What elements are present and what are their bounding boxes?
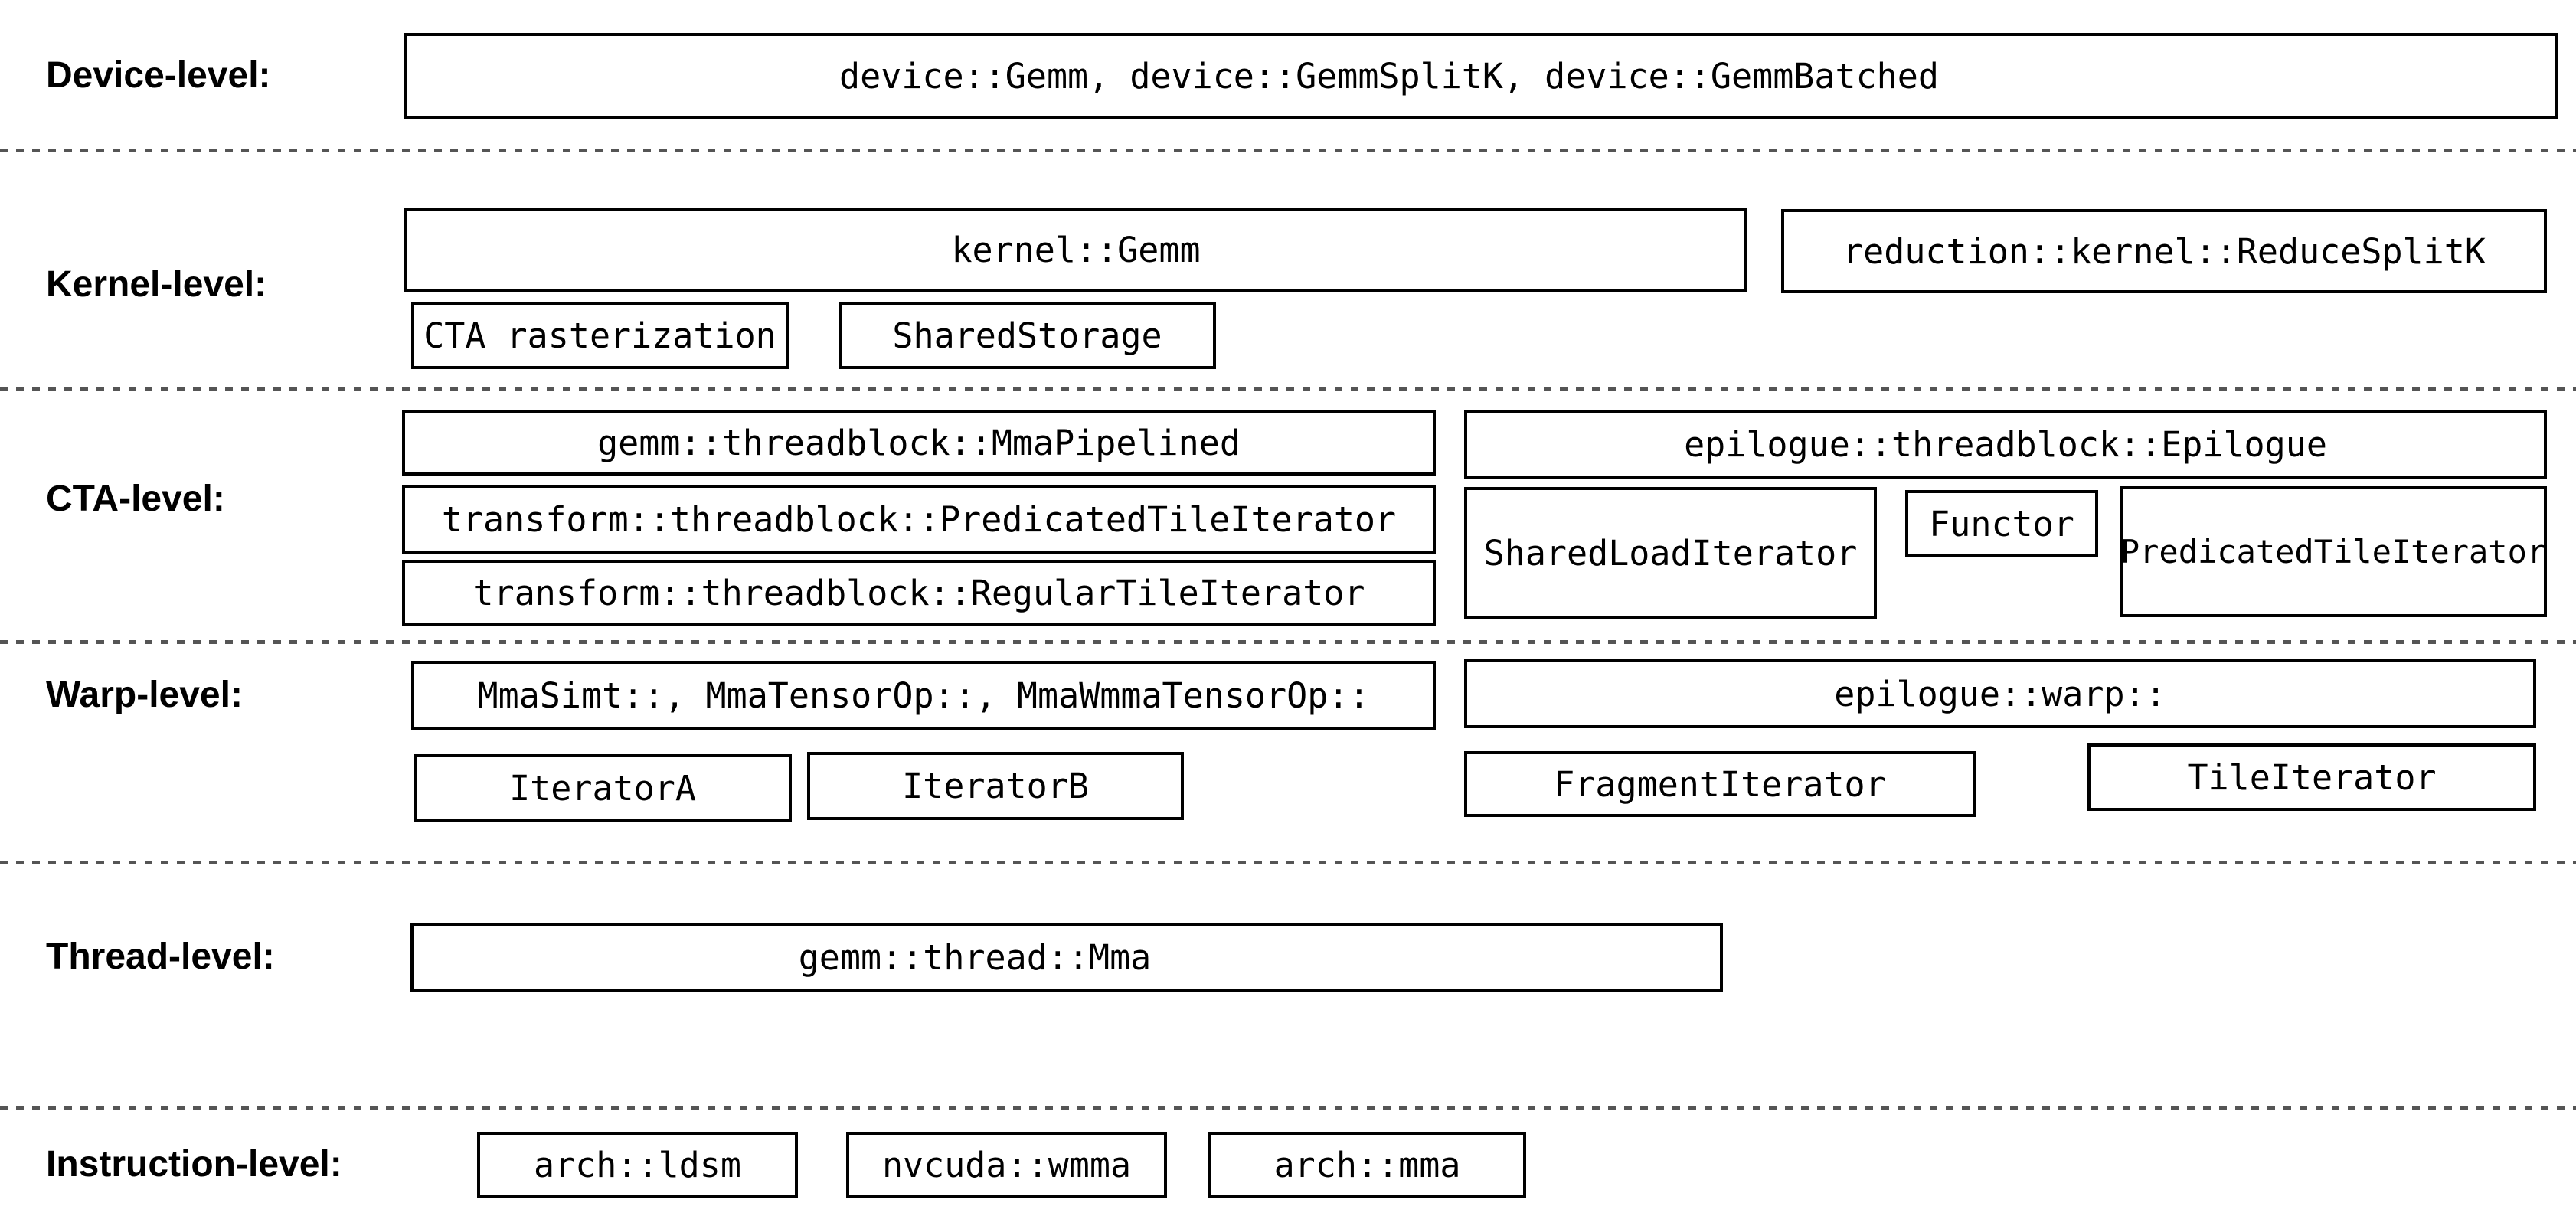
row-label-instruction-level: Instruction-level: [46, 1144, 342, 1185]
box-reduction-kernel-reducesplitk-text: reduction::kernel::ReduceSplitK [1842, 230, 2486, 272]
box-iterator-a: IteratorA [414, 754, 792, 822]
box-arch-ldsm-text: arch::ldsm [534, 1145, 741, 1185]
box-transform-threadblock-predicatedtileiterator-text: transform::threadblock::PredicatedTileIt… [441, 498, 1397, 540]
box-transform-threadblock-regulartileiterator: transform::threadblock::RegularTileItera… [402, 560, 1436, 626]
row-label-thread-level: Thread-level: [46, 936, 275, 977]
box-sharedloaditerator-text: SharedLoadIterator [1483, 533, 1858, 574]
box-warp-mma-ops-text: MmaSimt::, MmaTensorOp::, MmaWmmaTensorO… [477, 675, 1370, 716]
box-epilogue-warp: epilogue::warp:: [1464, 659, 2536, 728]
box-sharedstorage-text: SharedStorage [892, 315, 1162, 356]
box-device-gemm-text: device::Gemm, device::GemmSplitK, device… [839, 55, 1939, 96]
box-iterator-b-text: IteratorB [902, 766, 1089, 806]
box-kernel-gemm: kernel::Gemm [404, 208, 1747, 292]
box-tileiterator-text: TileIterator [2187, 757, 2437, 798]
box-sharedloaditerator: SharedLoadIterator [1464, 487, 1877, 619]
box-tileiterator: TileIterator [2087, 743, 2536, 811]
box-arch-ldsm: arch::ldsm [477, 1132, 798, 1198]
row-label-cta-level: CTA-level: [46, 479, 225, 519]
box-transform-threadblock-regulartileiterator-text: transform::threadblock::RegularTileItera… [472, 572, 1365, 613]
box-cta-rasterization: CTA rasterization [411, 302, 789, 369]
row-separator [0, 387, 2576, 391]
row-separator [0, 1106, 2576, 1110]
box-predicatedtileiterator-text: PredicatedTileIterator [2120, 533, 2547, 570]
box-kernel-gemm-text: kernel::Gemm [951, 229, 1201, 270]
box-gemm-thread-mma: gemm::thread::Mma [410, 923, 1723, 992]
box-epilogue-warp-text: epilogue::warp:: [1834, 673, 2166, 714]
box-warp-mma-ops: MmaSimt::, MmaTensorOp::, MmaWmmaTensorO… [411, 661, 1436, 730]
box-arch-mma: arch::mma [1208, 1132, 1526, 1198]
box-predicatedtileiterator: PredicatedTileIterator [2120, 486, 2547, 617]
row-label-device-level: Device-level: [46, 55, 271, 96]
row-separator [0, 861, 2576, 864]
box-fragmentiterator-text: FragmentIterator [1554, 763, 1886, 805]
box-functor-text: Functor [1929, 503, 2074, 544]
box-sharedstorage: SharedStorage [839, 302, 1216, 369]
box-arch-mma-text: arch::mma [1273, 1145, 1461, 1185]
box-cta-rasterization-text: CTA rasterization [423, 315, 776, 356]
box-gemm-threadblock-mmapipelined-text: gemm::threadblock::MmaPipelined [597, 422, 1241, 463]
box-nvcuda-wmma-text: nvcuda::wmma [881, 1145, 1132, 1185]
box-reduction-kernel-reducesplitk: reduction::kernel::ReduceSplitK [1781, 209, 2547, 293]
row-separator [0, 149, 2576, 152]
row-label-warp-level: Warp-level: [46, 675, 243, 715]
box-gemm-threadblock-mmapipelined: gemm::threadblock::MmaPipelined [402, 410, 1436, 476]
box-functor: Functor [1905, 490, 2098, 557]
box-epilogue-threadblock-epilogue-text: epilogue::threadblock::Epilogue [1684, 424, 2327, 465]
box-iterator-b: IteratorB [807, 752, 1184, 820]
box-epilogue-threadblock-epilogue: epilogue::threadblock::Epilogue [1464, 410, 2547, 479]
row-label-kernel-level: Kernel-level: [46, 264, 267, 305]
box-fragmentiterator: FragmentIterator [1464, 751, 1976, 817]
box-transform-threadblock-predicatedtileiterator: transform::threadblock::PredicatedTileIt… [402, 485, 1436, 554]
box-device-gemm: device::Gemm, device::GemmSplitK, device… [404, 33, 2558, 119]
box-iterator-a-text: IteratorA [509, 767, 696, 809]
box-gemm-thread-mma-text: gemm::thread::Mma [798, 936, 1152, 978]
box-nvcuda-wmma: nvcuda::wmma [846, 1132, 1167, 1198]
row-separator [0, 640, 2576, 644]
